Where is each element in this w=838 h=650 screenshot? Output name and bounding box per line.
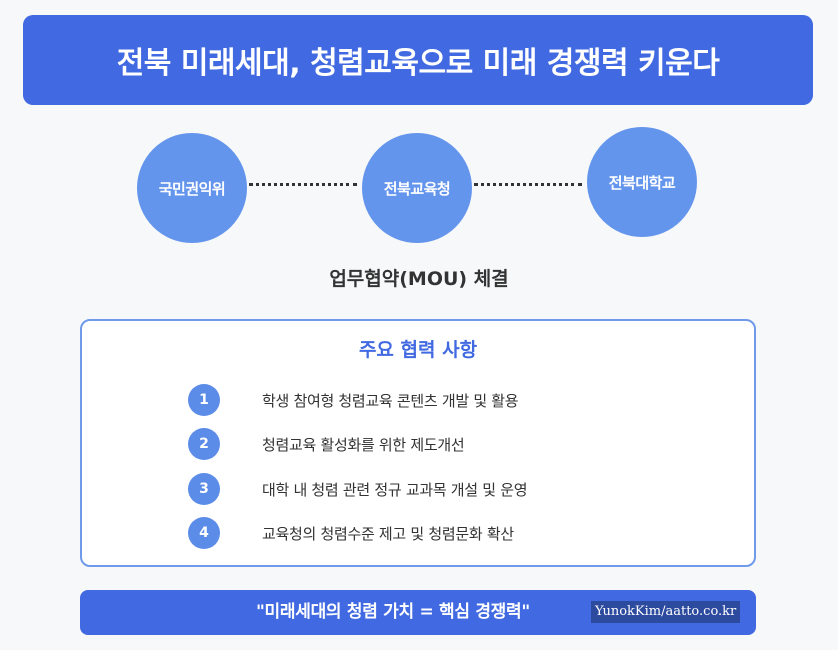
title-banner: 전북 미래세대, 청렴교육으로 미래 경쟁력 키운다 <box>23 15 813 105</box>
cooperation-item-text: 청렴교육 활성화를 위한 제도개선 <box>262 435 465 454</box>
page-title: 전북 미래세대, 청렴교육으로 미래 경쟁력 키운다 <box>116 46 720 81</box>
cooperation-item: 2 청렴교육 활성화를 위한 제도개선 <box>188 428 688 460</box>
cooperation-panel: 주요 협력 사항 1 학생 참여형 청렴교육 콘텐츠 개발 및 활용 2 청렴교… <box>80 319 756 567</box>
number-badge: 4 <box>188 517 220 549</box>
cooperation-heading: 주요 협력 사항 <box>358 339 478 361</box>
cooperation-item-text: 교육청의 청렴수준 제고 및 청렴문화 확산 <box>262 524 514 543</box>
number-badge: 2 <box>188 428 220 460</box>
cooperation-item: 1 학생 참여형 청렴교육 콘텐츠 개발 및 활용 <box>188 384 688 416</box>
number-badge: 3 <box>188 473 220 505</box>
org-circle-jbe: 전북교육청 <box>362 133 472 243</box>
footer-quote: "미래세대의 청렴 가치 = 핵심 경쟁력" <box>256 602 530 622</box>
cooperation-item-text: 학생 참여형 청렴교육 콘텐츠 개발 및 활용 <box>262 391 519 410</box>
footer-banner: "미래세대의 청렴 가치 = 핵심 경쟁력" YunokKim/aatto.co… <box>80 590 756 635</box>
org-label-acrc: 국민권익위 <box>158 179 226 198</box>
number-badge: 1 <box>188 384 220 416</box>
agreement-label: 업무협약(MOU) 체결 <box>329 268 509 290</box>
cooperation-item: 3 대학 내 청렴 관련 정규 교과목 개설 및 운영 <box>188 473 688 505</box>
org-circle-jbnu: 전북대학교 <box>587 127 697 237</box>
org-label-jbnu: 전북대학교 <box>608 173 676 192</box>
org-circle-acrc: 국민권익위 <box>137 133 247 243</box>
connector-line-2 <box>474 183 582 186</box>
org-label-jbe: 전북교육청 <box>383 179 451 198</box>
cooperation-item: 4 교육청의 청렴수준 제고 및 청렴문화 확산 <box>188 517 688 549</box>
connector-line-1 <box>249 183 357 186</box>
cooperation-item-text: 대학 내 청렴 관련 정규 교과목 개설 및 운영 <box>262 480 528 499</box>
credit-watermark: YunokKim/aatto.co.kr <box>591 601 741 623</box>
